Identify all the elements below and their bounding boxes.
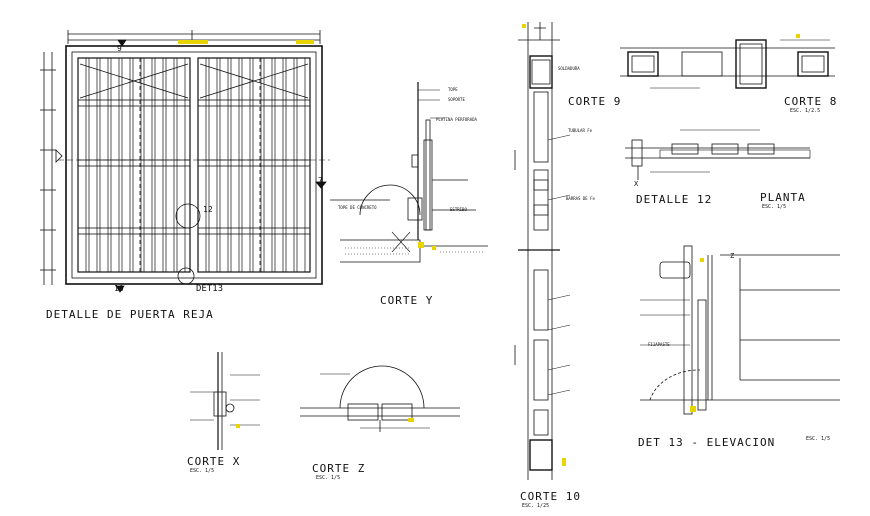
corte-9-8-section [620,39,835,89]
corte-x-title: CORTE X [187,455,241,468]
note-tubular: TUBULAR Fe [568,128,593,133]
planta-title: PLANTA [760,191,806,204]
corte-z-section [300,365,460,432]
gate-elevation [40,30,330,293]
corte-z-title: CORTE Z [312,462,366,475]
marker-12: 12 [203,205,213,214]
det13-title: DET 13 - ELEVACION [638,436,776,449]
corte-8-scale: ESC. 1/2.5 [790,108,821,114]
det-13-elevation [640,245,840,415]
detalle-12-title: DETALLE 12 [636,193,713,206]
note-fijapaste: FIJAPASTE [648,342,670,347]
marker-det13: DET13 [196,284,224,294]
marker-7: 7 [318,176,323,185]
planta-scale: ESC. 1/5 [762,204,787,210]
yellow-accent-marks [178,24,800,466]
corte-10-scale: ESC. 1/25 [522,503,550,509]
corte-8-title: CORTE 8 [784,95,838,108]
marker-9: 9 [117,44,122,53]
note-platina: PLATINA PERFORADA [436,117,477,122]
marker-z: Z [730,252,735,260]
note-tope-concreto: TOPE DE CONCRETO [338,205,377,210]
detalle-12-plan [625,129,811,180]
note-estribo: ESTRIBO [450,207,467,212]
corte-y-section [330,82,488,263]
note-soldadura: SOLDADURA [558,66,580,71]
corte-9-title: CORTE 9 [568,95,622,108]
corte-10-title: CORTE 10 [520,490,581,503]
note-barras: BARRAS DE Fe [566,196,595,201]
note-soporte: SOPORTE [448,97,465,102]
corte-z-scale: ESC. 1/5 [316,475,341,481]
note-tope: TOPE [448,87,458,92]
corte-x-section [190,352,260,450]
det13-scale: ESC. 1/5 [806,436,831,442]
corte-y-title: CORTE Y [380,294,434,307]
corte-10-section [514,22,571,480]
marker-x: X [634,180,639,188]
marker-10: 10 [114,284,124,293]
corte-x-scale: ESC. 1/5 [190,468,215,474]
gate-title: DETALLE DE PUERTA REJA [46,308,214,321]
